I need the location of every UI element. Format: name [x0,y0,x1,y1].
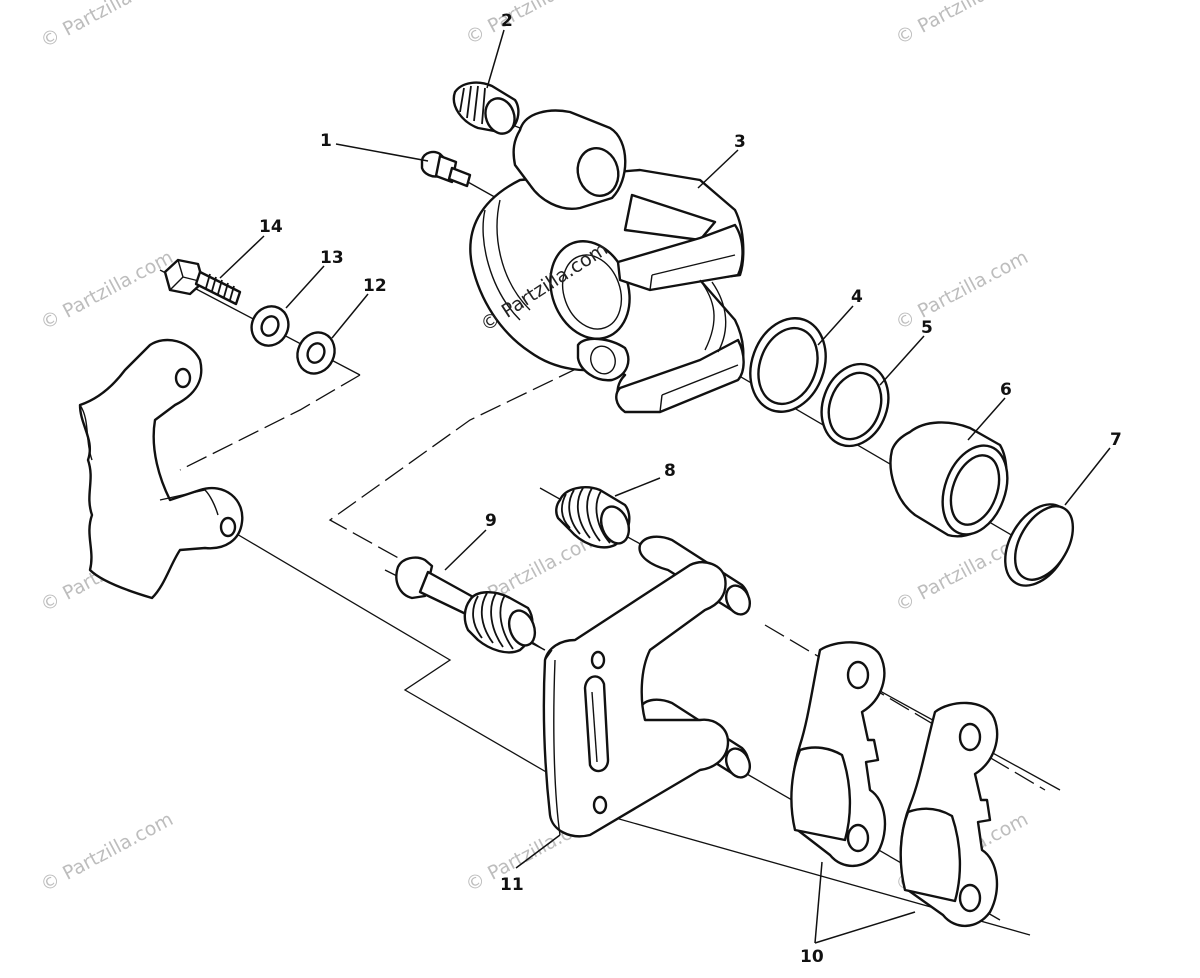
leader-1 [335,143,429,162]
leader-10a [814,861,823,944]
watermark: © Partzilla.com [892,246,1032,334]
spring-part [555,486,631,549]
dust-seal-inner [827,371,883,441]
bracket-upper-hole [590,650,606,670]
leader-12 [331,293,369,339]
watermark: © Partzilla.com [37,246,177,334]
callout-1: 1 [320,131,332,151]
slide-pin-end [507,609,537,647]
leader-2 [486,29,505,89]
lock-washer-part [250,305,290,347]
pad-upper-axis-dash [764,624,1046,791]
callout-10: 10 [800,947,824,967]
bleeder-valve-part [420,150,472,188]
leader-14 [219,235,265,279]
mount-axis-line [229,529,561,781]
mounting-arm-upper-hole [174,367,192,389]
leader-8 [614,477,661,497]
brake-pad-front-upper-hole [846,660,870,690]
mounting-arm-body [78,338,244,600]
bracket-lower-hole [592,795,608,815]
leader-4 [817,305,854,346]
brake-pad-rear-lower-hole [958,883,982,913]
callout-13: 13 [320,248,344,268]
watermark: © Partzilla.com [892,0,1032,49]
caliper-body-part [469,109,745,414]
bracket-plate [542,561,730,838]
dust-seal-part [820,362,890,448]
piston-seal-inner [757,326,819,406]
piston-part [889,421,1009,538]
leader-6 [967,397,1006,441]
mounting-arm [78,338,244,600]
brake-pad-rear-part [899,701,999,928]
callout-labels: 1 2 3 4 5 6 7 8 9 10 11 12 13 14 [259,11,1122,967]
piston-cup [949,454,1001,526]
caliper-lower-ear [576,337,630,382]
bleeder-stem [447,166,472,188]
bracket-lower-pin-end [724,747,752,779]
callout-8: 8 [664,461,676,481]
caliper-upper-arm [616,223,744,292]
bolt-to-caliper-dash [179,374,361,471]
callout-7: 7 [1110,430,1122,450]
plug-end [484,97,516,135]
callout-6: 6 [1000,380,1012,400]
bolt-part [163,258,242,306]
slide-pin-threads [472,592,514,650]
watermark: © Partzilla.com [37,0,177,52]
caliper-lower-arm [615,338,745,414]
brake-pad-front-lower-hole [846,823,870,853]
brake-pad-front-friction [790,746,852,842]
bolt-threads [205,273,235,301]
callout-3: 3 [734,132,746,152]
bracket-slot [583,675,610,773]
leader-10b [814,911,916,944]
spring-coils [561,487,611,544]
callout-4: 4 [851,287,863,307]
piston-cap-part [1004,503,1075,587]
watermark: © Partzilla.com [462,0,602,49]
callout-5: 5 [921,318,933,338]
piston-cap-face [1013,505,1075,581]
callout-14: 14 [259,217,283,237]
flat-washer-part [296,331,336,375]
callout-11: 11 [500,875,524,895]
leader-11 [515,834,561,869]
brake-pad-rear-friction [899,807,962,903]
bracket-upper-pin-end [724,584,752,616]
piston-seal-part [749,317,827,413]
spring-end [599,505,631,545]
lock-washer-inner [260,315,280,337]
brake-pad-rear-upper-hole [958,722,982,752]
mounting-arm-lower-hole [219,516,237,538]
bracket-part [542,535,752,838]
callout-2: 2 [501,11,513,31]
leader-13 [285,265,325,309]
brake-pad-front-part [790,641,887,868]
leader-lines [219,29,1111,944]
flat-washer-inner [306,342,326,364]
plug-part [452,81,520,135]
caliper-upper-ear-hole [576,147,620,197]
leader-7 [1064,447,1111,506]
plug-threads [459,85,486,125]
slide-pin-part [395,556,537,654]
leader-5 [879,335,925,386]
watermark: © Partzilla.com [37,808,177,896]
leader-3 [697,149,739,189]
callout-9: 9 [485,511,497,531]
leader-9 [444,529,487,571]
callout-12: 12 [363,276,387,296]
